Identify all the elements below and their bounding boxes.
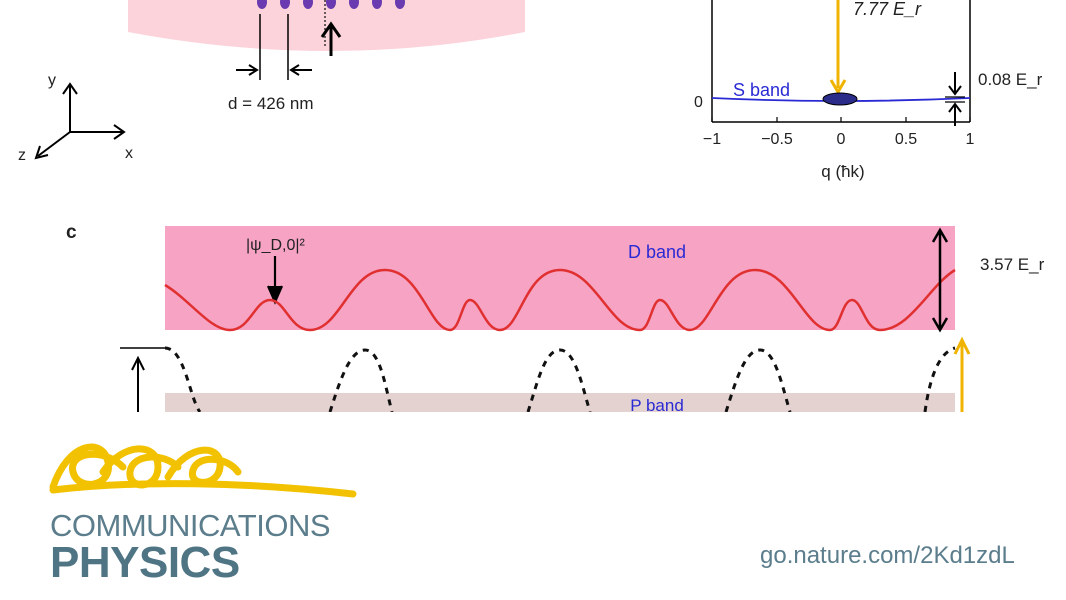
article-link[interactable]: go.nature.com/2Kd1zdL — [760, 542, 1015, 569]
x-tick-label: 0 — [837, 131, 846, 148]
wavefunction-curve — [164, 268, 956, 332]
footer: COMMUNICATIONS PHYSICS go.nature.com/2Kd… — [0, 412, 1066, 600]
journal-name-line1: COMMUNICATIONS — [50, 508, 331, 543]
panel-a: d = 426 nm y z x — [18, 0, 525, 164]
band-width-label: 0.08 E_r — [978, 70, 1043, 89]
journal-name-line2: PHYSICS — [50, 538, 240, 587]
arrow-right-icon — [236, 64, 259, 76]
psi-label: |ψ_D,0|² — [246, 237, 306, 254]
arrow-left-icon — [289, 64, 312, 76]
coordinate-axes — [34, 82, 126, 160]
atom-chain — [257, 0, 405, 9]
p-band-label: P band — [630, 396, 684, 412]
spacing-label: d = 426 nm — [228, 94, 314, 113]
laser-beam — [128, 0, 525, 51]
p-band-region — [165, 393, 955, 412]
figure-svg: d = 426 nm y z x 7.77 E_r S band 0 0.08 … — [18, 0, 1045, 412]
lattice-potential-curve — [164, 346, 956, 412]
y-tick-zero: 0 — [694, 94, 703, 111]
x-ticks — [711, 117, 971, 122]
x-tick-label: −0.5 — [761, 131, 793, 148]
x-tick-label: 1 — [966, 131, 975, 148]
down-arrow-icon — [948, 72, 962, 96]
axis-x-label: x — [125, 145, 133, 162]
atom-cloud — [822, 92, 858, 106]
s-band-label: S band — [733, 80, 790, 100]
d-band-region — [165, 226, 955, 330]
figure-crop: d = 426 nm y z x 7.77 E_r S band 0 0.08 … — [18, 0, 1045, 412]
x-tick-label: −1 — [703, 131, 721, 148]
d-band-label: D band — [628, 242, 686, 262]
d-band-width-label: 3.57 E_r — [980, 255, 1045, 274]
up-arrow-small-icon — [948, 102, 962, 126]
journal-logo-icon — [49, 443, 357, 498]
axis-y-label: y — [48, 72, 56, 89]
panel-b: 7.77 E_r S band 0 0.08 E_r −1 −0.5 0 0.5… — [694, 0, 1043, 181]
panel-c: c D band |ψ_D,0|² 3.57 E_r P band — [66, 222, 1045, 412]
x-tick-label: 0.5 — [895, 131, 917, 148]
excitation-arrow-head-icon — [829, 79, 847, 95]
double-arrow-icon — [931, 227, 949, 333]
gold-arrow-icon — [953, 336, 971, 412]
up-arrow-icon — [320, 21, 342, 56]
panel-c-label: c — [66, 222, 77, 243]
x-axis-label: q (ħk) — [821, 162, 864, 181]
gap-energy-label: 7.77 E_r — [853, 0, 922, 19]
axis-z-label: z — [18, 147, 26, 164]
depth-arrow-icon — [131, 355, 145, 412]
